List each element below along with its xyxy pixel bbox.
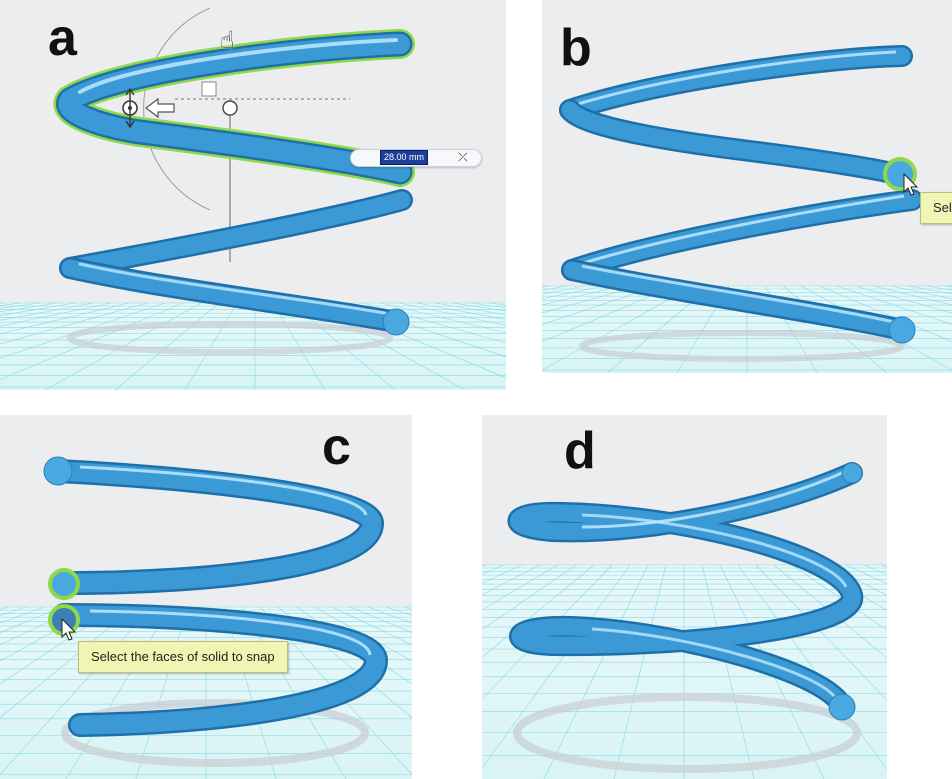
panel-label-c: c [322, 418, 351, 476]
snap-icon[interactable]: ⤫ [458, 150, 468, 164]
coil-top-end-face[interactable] [841, 462, 863, 484]
coil-end-face[interactable] [382, 308, 410, 336]
coil-top-end-face[interactable] [43, 456, 73, 486]
coil-shadow [579, 330, 905, 362]
gizmo-vertical-arrows[interactable] [125, 87, 135, 129]
snap-tooltip: Select the faces of solid to snap [78, 641, 288, 673]
coil-upper-turn[interactable] [48, 461, 382, 593]
coil-lower-turn[interactable] [54, 605, 386, 735]
mouse-cursor-icon [903, 172, 919, 196]
coil-bottom-end-face[interactable] [828, 693, 856, 721]
panel-d: d [482, 415, 887, 779]
mouse-cursor-icon [61, 617, 77, 641]
viewport-c[interactable] [0, 415, 412, 779]
ground-grid [482, 564, 887, 779]
panel-label-b: b [560, 19, 592, 77]
panel-b: b Sel [542, 0, 952, 373]
viewport-b[interactable] [542, 0, 952, 373]
snap-face-upper[interactable] [48, 568, 80, 600]
ground-grid [0, 302, 506, 390]
viewport-d[interactable] [482, 415, 887, 779]
panel-label-d: d [564, 422, 596, 480]
gizmo-handle-circle[interactable] [222, 100, 238, 116]
gizmo-handle-square[interactable] [201, 81, 217, 97]
coil-helix[interactable] [509, 464, 861, 716]
coil-shadow [61, 699, 369, 767]
panel-a: a ☝ 28.00 mm ⤫ [0, 0, 506, 390]
panel-c: c Select the faces of solid to snap [0, 415, 412, 779]
panel-label-a: a [48, 9, 77, 67]
rotation-arc[interactable] [143, 7, 211, 211]
snap-tooltip: Sel [920, 192, 952, 224]
gizmo-left-arrow-icon[interactable] [145, 97, 175, 119]
coil-end-face[interactable] [888, 316, 916, 344]
dimension-input[interactable]: 28.00 mm [380, 150, 429, 165]
viewport-a[interactable] [0, 0, 506, 390]
selected-coil-turn[interactable] [53, 29, 415, 187]
coil-shadow [67, 321, 393, 355]
coil-shadow [513, 693, 861, 773]
hand-cursor-icon: ☝ [220, 26, 235, 54]
